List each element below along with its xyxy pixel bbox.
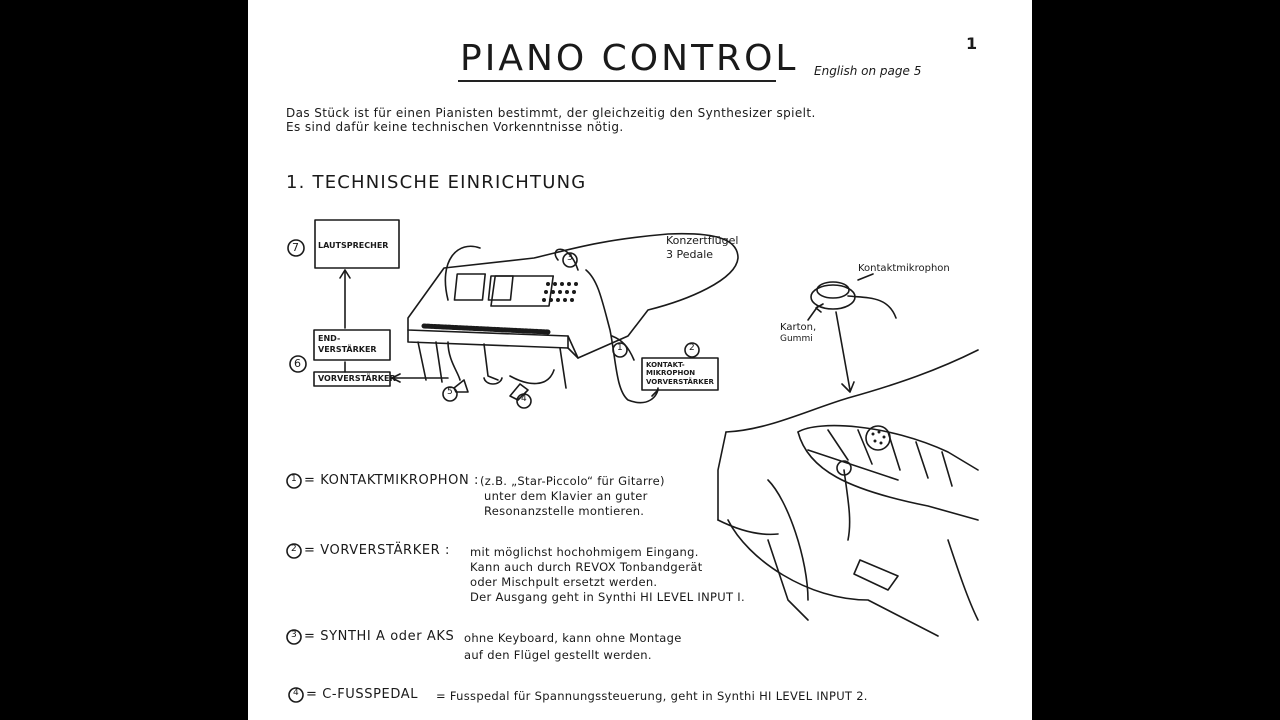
intro-line-2: Es sind dafür keine technischen Vorkennt… — [286, 120, 624, 134]
karton-label-2: Gummi — [780, 334, 813, 344]
synthi-box — [490, 275, 555, 307]
item-line: mit möglichst hochohmigem Eingang. — [470, 545, 699, 559]
section-heading: 1. TECHNISCHE EINRICHTUNG — [286, 172, 587, 193]
item-line: Der Ausgang geht in Synthi HI LEVEL INPU… — [470, 590, 745, 604]
english-note: English on page 5 — [814, 64, 922, 78]
item-heading: = VORVERSTÄRKER : — [304, 543, 450, 558]
item-line: oder Mischpult ersetzt werden. — [470, 575, 658, 589]
vorverstaerker-label: VORVERSTÄRKER — [318, 374, 396, 383]
intro-line-1: Das Stück ist für einen Pianisten bestim… — [286, 106, 816, 120]
title-underline — [458, 80, 776, 82]
speaker-label: LAUTSPRECHER — [318, 241, 389, 250]
konzertfluegel-label-1: Konzertflügel — [666, 234, 739, 247]
item-number: 2 — [291, 544, 297, 554]
kontakt-vorverstaerker-box — [641, 357, 719, 391]
item-line: unter dem Klavier an guter — [484, 489, 648, 503]
item-line: (z.B. „Star-Piccolo“ für Gitarre) — [480, 474, 665, 488]
marker-2: 2 — [689, 343, 695, 353]
marker-7: 7 — [292, 241, 299, 254]
page-number: 1 — [966, 34, 978, 53]
score-page: PIANO CONTROL 1 English on page 5 Das St… — [248, 0, 1032, 720]
item-number: 1 — [291, 474, 297, 484]
marker-1: 1 — [617, 343, 623, 353]
karton-label-1: Karton, — [780, 322, 817, 333]
item-line: = Fusspedal für Spannungssteuerung, geht… — [436, 689, 868, 703]
item-number: 4 — [293, 688, 299, 698]
item-heading: = KONTAKTMIKROPHON : — [304, 473, 480, 488]
item-heading: = SYNTHI A oder AKS — [304, 629, 455, 644]
item-line: ohne Keyboard, kann ohne Montage — [464, 631, 682, 645]
page-title: PIANO CONTROL — [460, 38, 799, 79]
vorverstaerker-box — [313, 371, 391, 387]
marker-4: 4 — [521, 394, 527, 404]
piano-underside-outline — [725, 349, 979, 433]
endverstaerker-box — [313, 329, 391, 361]
marker-6: 6 — [294, 357, 301, 370]
endverstaerker-label-1: END- — [318, 334, 341, 343]
marker-3: 3 — [567, 253, 573, 263]
item-line: auf den Flügel gestellt werden. — [464, 648, 652, 662]
item-line: Kann auch durch REVOX Tonbandgerät — [470, 560, 703, 574]
item-number: 3 — [291, 630, 297, 640]
intro-text: Das Stück ist für einen Pianisten bestim… — [286, 106, 816, 134]
item-line: Resonanzstelle montieren. — [484, 504, 645, 518]
konzertfluegel-label-2: 3 Pedale — [666, 248, 714, 261]
kontakt-box-label-1: KONTAKT- — [646, 361, 685, 369]
speaker-box — [314, 219, 400, 269]
kontakt-box-label-3: VORVERSTÄRKER — [646, 378, 714, 386]
marker-5: 5 — [447, 387, 453, 397]
item-heading: = C-FUSSPEDAL — [306, 687, 419, 702]
kontaktmikrophon-label: Kontaktmikrophon — [858, 263, 950, 274]
piano-outline — [407, 232, 739, 359]
setup-diagram — [286, 219, 979, 703]
kontakt-box-label-2: MIKROPHON — [646, 369, 696, 377]
endverstaerker-label-2: VERSTÄRKER — [318, 345, 377, 354]
